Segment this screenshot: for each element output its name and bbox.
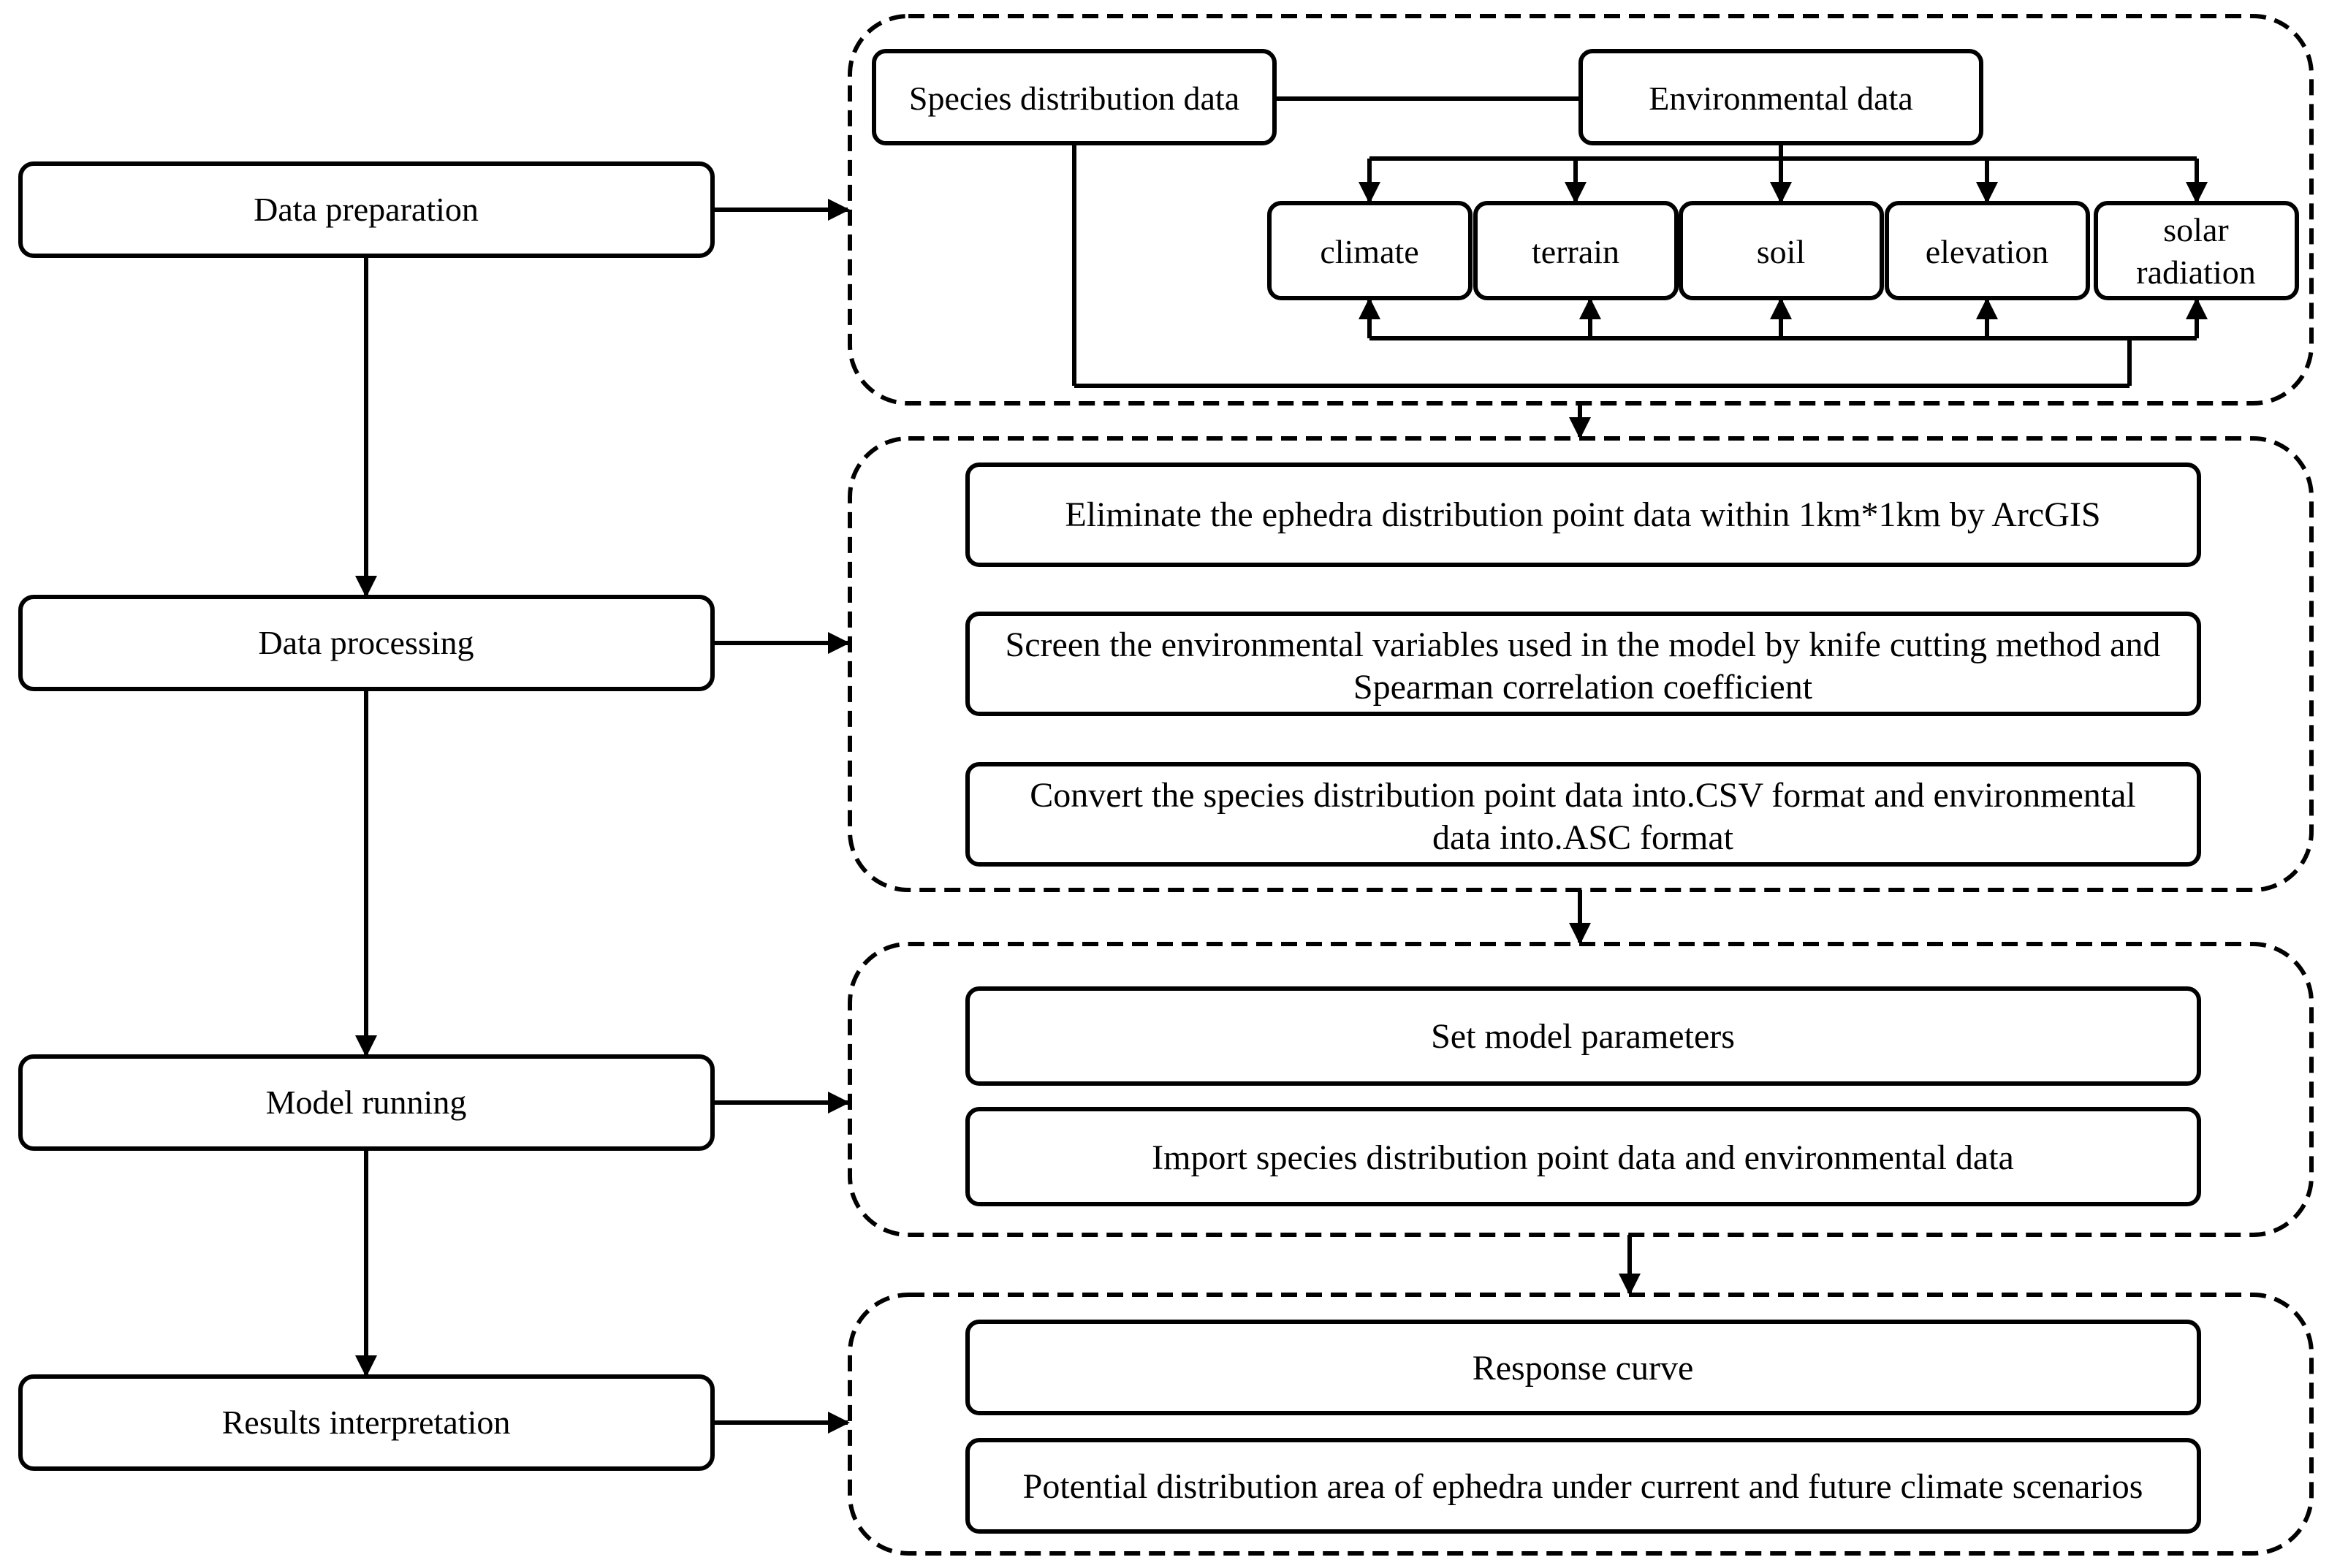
species-distribution-label: Species distribution data	[909, 80, 1239, 117]
processing-step-screen-box	[965, 612, 2201, 716]
group-results-interpretation	[848, 1293, 2314, 1556]
stage-data-processing-label: Data processing	[258, 624, 474, 661]
processing-step-convert-label-line1: Convert the species distribution point d…	[1030, 776, 2136, 815]
factor-elevation-label: elevation	[1926, 233, 2049, 270]
stage-model-running-label: Model running	[266, 1084, 467, 1121]
model-step-import-box	[965, 1107, 2201, 1206]
processing-step-convert-label-line2: data into.ASC format	[1432, 818, 1734, 857]
results-step-response-label: Response curve	[1473, 1349, 1694, 1388]
stage-results-interpretation-label: Results interpretation	[222, 1404, 511, 1441]
processing-step-convert-box	[965, 762, 2201, 867]
processing-step-screen-label-line1: Screen the environmental variables used …	[1006, 625, 2161, 664]
environmental-data-label: Environmental data	[1649, 80, 1913, 117]
processing-step-eliminate-label: Eliminate the ephedra distribution point…	[1065, 495, 2100, 534]
model-step-import-label: Import species distribution point data a…	[1152, 1138, 2014, 1177]
factor-solar-radiation-label-line1: solar	[2163, 211, 2228, 248]
factor-terrain-box	[1473, 201, 1679, 300]
processing-step-eliminate-box	[965, 463, 2201, 567]
stage-data-preparation-label: Data preparation	[254, 191, 479, 228]
model-step-parameters-label: Set model parameters	[1431, 1017, 1735, 1056]
factor-terrain-label: terrain	[1532, 233, 1619, 270]
factor-solar-radiation-label-line2: radiation	[2136, 254, 2256, 291]
results-step-potential-label: Potential distribution area of ephedra u…	[1023, 1467, 2143, 1506]
processing-step-screen-label-line2: Spearman correlation coefficient	[1353, 668, 1813, 707]
factor-climate-label: climate	[1320, 233, 1418, 270]
factor-soil-label: soil	[1757, 233, 1805, 270]
model-step-parameters-box	[965, 986, 2201, 1086]
results-step-response-box	[965, 1320, 2201, 1415]
results-step-potential-box	[965, 1438, 2201, 1534]
